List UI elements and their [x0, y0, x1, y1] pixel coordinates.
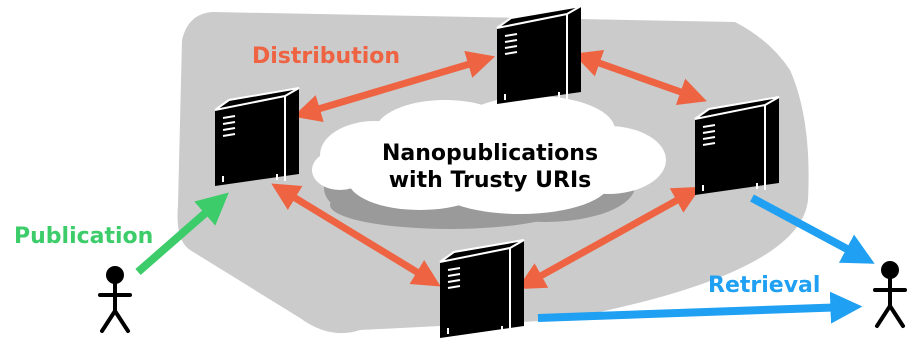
retrieval-arrow-from-bottom-server — [537, 291, 863, 324]
server-icon-bottom — [439, 239, 525, 339]
server-icon-left — [214, 87, 300, 187]
distribution-arrow-bottom-right — [516, 186, 702, 290]
distribution-arrow-top-right — [573, 49, 707, 106]
distribution-arrow-left-top — [292, 50, 496, 123]
distribution-arrow-left-bottom — [271, 183, 441, 287]
publication-label: Publication — [14, 224, 153, 249]
cloud-title-line1: Nanopublications — [382, 141, 598, 166]
distribution-label: Distribution — [252, 44, 400, 69]
server-icon-right — [694, 96, 780, 196]
person-icon-retriever — [873, 259, 907, 328]
server-icon-top — [496, 5, 582, 105]
person-icon-publisher — [98, 264, 132, 333]
retrieval-label: Retrieval — [708, 273, 820, 298]
publication-arrow — [135, 192, 229, 276]
cloud-title-line2: with Trusty URIs — [389, 168, 592, 193]
retrieval-arrow-from-right-server — [750, 194, 875, 264]
